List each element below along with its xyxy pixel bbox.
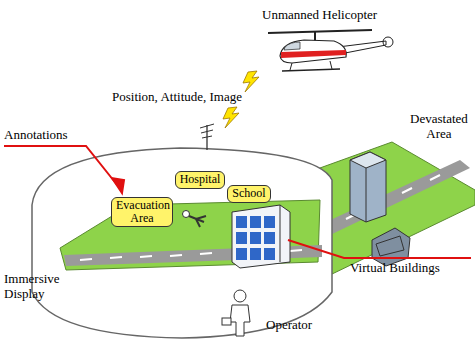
annotation-box: School bbox=[227, 185, 270, 202]
art-part bbox=[236, 232, 247, 244]
art-part bbox=[236, 248, 247, 260]
art-part bbox=[200, 124, 214, 138]
art-part bbox=[189, 216, 206, 227]
label-text: Devastated Area bbox=[408, 112, 470, 142]
label-text: Immersive Display bbox=[4, 272, 70, 302]
art-part bbox=[250, 248, 261, 260]
art-part bbox=[280, 40, 346, 63]
art-part bbox=[350, 152, 386, 222]
label-text: Unmanned Helicopter bbox=[262, 8, 377, 23]
art-part bbox=[230, 305, 250, 336]
art-part bbox=[112, 178, 124, 193]
art-part bbox=[236, 216, 275, 260]
art-part bbox=[330, 61, 332, 69]
art-part bbox=[232, 205, 290, 268]
annotation-box: Evacuation Area bbox=[111, 197, 173, 227]
art-part bbox=[280, 205, 281, 262]
art-part bbox=[264, 248, 275, 260]
annotation-text: Hospital bbox=[180, 173, 221, 186]
art-part bbox=[183, 211, 190, 218]
art-part bbox=[250, 232, 261, 244]
art-part bbox=[32, 148, 332, 338]
art-part bbox=[264, 232, 275, 244]
art-part bbox=[383, 37, 393, 47]
signal-bolt bbox=[223, 107, 239, 128]
leader-lines bbox=[4, 146, 471, 258]
art-part bbox=[284, 42, 300, 50]
label-text: Virtual Buildings bbox=[350, 261, 440, 276]
annotation-text: School bbox=[232, 187, 265, 200]
art-part bbox=[250, 216, 261, 228]
art-part bbox=[282, 69, 340, 71]
annotation-box: Hospital bbox=[175, 171, 226, 188]
art-part bbox=[350, 152, 386, 168]
art-part bbox=[268, 30, 372, 33]
label-text: Position, Attitude, Image bbox=[112, 90, 242, 105]
art-part bbox=[376, 236, 404, 256]
art-part bbox=[264, 216, 275, 228]
art-part bbox=[4, 146, 118, 186]
art-part bbox=[234, 290, 246, 302]
operator-figure bbox=[222, 290, 250, 336]
art-part bbox=[288, 240, 471, 258]
art-part bbox=[314, 32, 316, 41]
signal-bolt bbox=[243, 71, 259, 92]
art-part bbox=[366, 168, 367, 222]
helicopter bbox=[268, 30, 393, 71]
label-text: Operator bbox=[266, 318, 312, 333]
art-part bbox=[290, 63, 292, 70]
art-part bbox=[236, 216, 247, 228]
art-part bbox=[222, 318, 231, 325]
art-part bbox=[281, 50, 346, 58]
annotation-text: Evacuation Area bbox=[116, 199, 168, 225]
immersive-display bbox=[32, 124, 332, 338]
label-text: Annotations bbox=[4, 128, 68, 143]
